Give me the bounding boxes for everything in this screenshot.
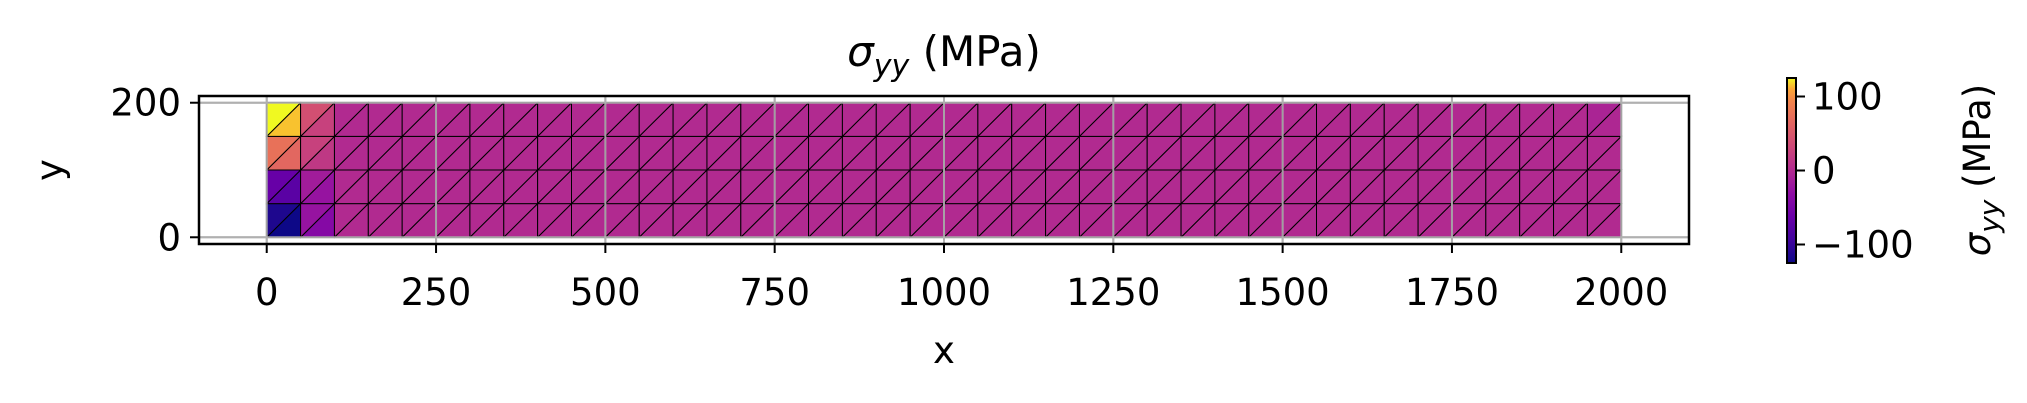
x-tick-label: 2000 [1574,271,1668,314]
y-tick-label: 200 [110,82,181,125]
colorbar-tick-label: 100 [1812,76,1883,119]
colorbar-tick-label: 0 [1812,150,1836,193]
x-tick-label: 500 [570,271,641,314]
x-axis-ticks: 0 250 500 750 1000 1250 1500 1750 2000 [255,244,1668,314]
x-tick-label: 1250 [1066,271,1160,314]
colorbar-ticks: −100 0 100 [1796,76,1914,267]
x-tick-label: 750 [739,271,810,314]
y-tick-label: 0 [157,216,181,259]
x-tick-label: 250 [401,271,472,314]
x-tick-label: 1750 [1405,271,1499,314]
y-axis-label: y [28,159,71,181]
colorbar-tick-label: −100 [1812,224,1914,267]
colorbar [1786,77,1797,264]
y-axis-ticks: 0 200 [110,82,199,259]
x-tick-label: 1000 [897,271,991,314]
grid-lines-front [199,96,1689,244]
colorbar-label: σyy (MPa) [1956,84,2006,256]
x-tick-label: 1500 [1236,271,1330,314]
x-axis-label: x [933,329,955,372]
chart-title: σyy (MPa) [847,27,1041,84]
x-tick-label: 0 [255,271,279,314]
mesh [265,101,1623,239]
